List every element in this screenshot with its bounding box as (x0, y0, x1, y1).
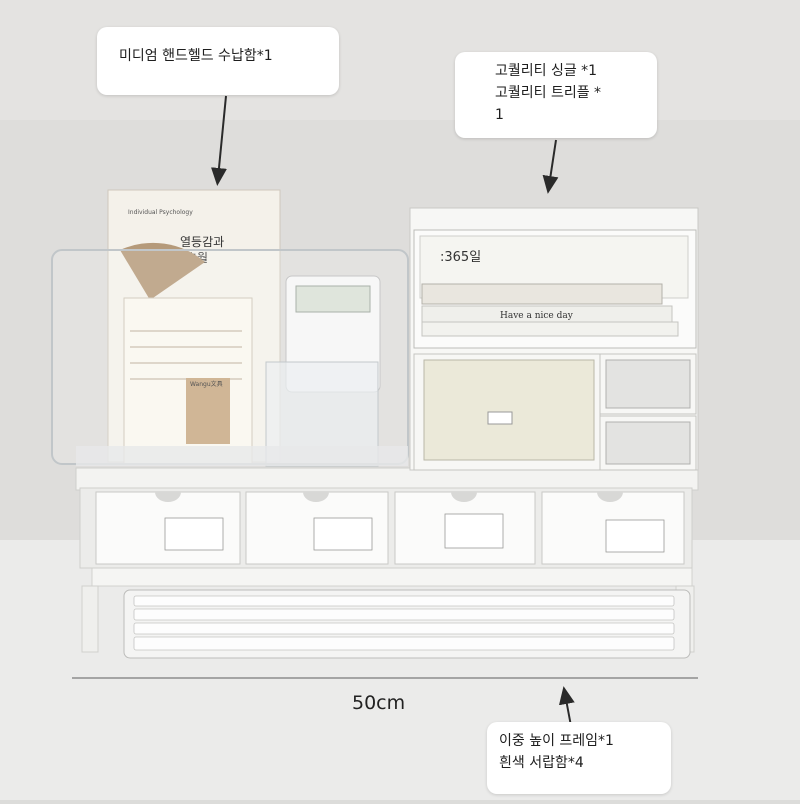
book-subtitle: Individual Psychology (128, 209, 193, 216)
width-dimension-label: 50cm (352, 692, 406, 714)
keyboard (123, 589, 691, 659)
single-triple-organizer: :365일 Have a nice day (409, 207, 699, 471)
callout-triple-line: 고퀄리티 트리플 * (495, 85, 602, 101)
arrow-handheld (211, 95, 227, 186)
callout-drawer-line: 흰색 서랍함*4 (499, 755, 584, 771)
callout-triple-count: 1 (495, 107, 504, 123)
book-title-line1: 열등감과 (180, 235, 224, 249)
callout-single-line: 고퀄리티 싱글 *1 (495, 63, 598, 79)
callout-frame-drawers: 이중 높이 프레임*1 흰색 서랍함*4 (487, 722, 671, 794)
notepad-brand: Wangu文具 (190, 380, 223, 388)
book-spine-text: Have a nice day (500, 311, 574, 321)
callout-handheld-box: 미디엄 핸드헬드 수납함*1 (97, 27, 339, 95)
callout-frame-line: 이중 높이 프레임*1 (499, 733, 614, 749)
calendar-number: :365일 (440, 250, 481, 265)
arrow-frame (558, 686, 575, 727)
callout-handheld-text: 미디엄 핸드헬드 수납함*1 (119, 48, 273, 64)
white-drawers (95, 491, 685, 565)
callout-single-triple: 고퀄리티 싱글 *1 고퀄리티 트리플 * 1 (455, 52, 657, 138)
clear-handheld-box: 열등감과 초월 Individual Psychology Wangu文具 (51, 189, 409, 467)
arrow-organizer (542, 139, 559, 194)
